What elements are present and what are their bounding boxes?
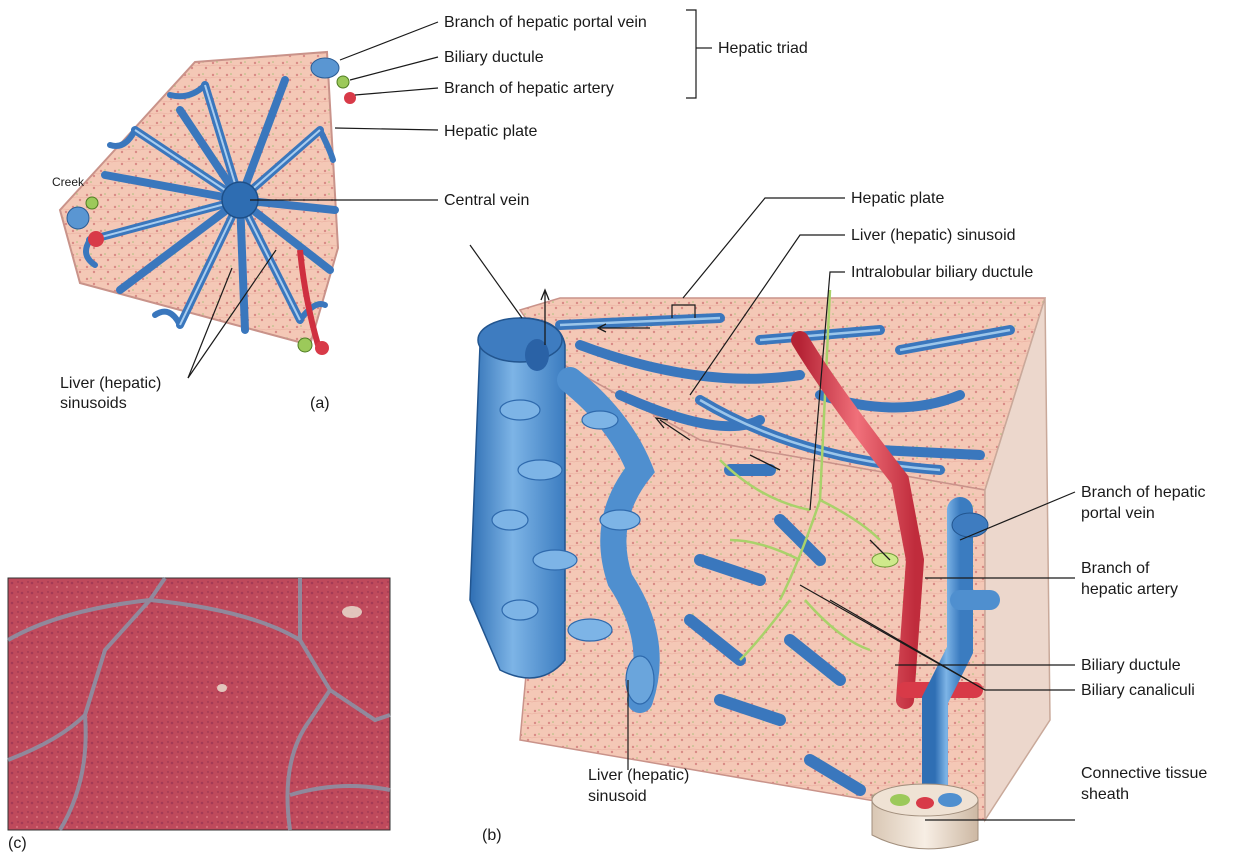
label-b-portal-vein-line2: portal vein xyxy=(1081,505,1155,522)
label-sheath-line1: Connective tissue xyxy=(1081,765,1207,782)
label-intralobular-ductule: Intralobular biliary ductule xyxy=(851,264,1033,281)
portal-vein-opening xyxy=(952,513,988,537)
label-a-sinusoids-line2: sinusoids xyxy=(60,395,127,412)
label-b-artery-line1: Branch of xyxy=(1081,560,1150,577)
triad-bottom xyxy=(298,338,329,355)
label-creek: Creek xyxy=(52,175,85,189)
label-b-bottom-sinusoid-line1: Liver (hepatic) xyxy=(588,767,689,784)
connective-tissue-sheath-shape xyxy=(872,784,978,849)
label-a-hepatic-plate: Hepatic plate xyxy=(444,123,537,140)
panel-b-label: (b) xyxy=(482,827,502,844)
label-b-liver-sinusoid: Liver (hepatic) sinusoid xyxy=(851,227,1016,244)
label-sheath-line2: sheath xyxy=(1081,786,1129,803)
label-b-portal-vein-line1: Branch of hepatic xyxy=(1081,484,1206,501)
label-hepatic-triad: Hepatic triad xyxy=(718,40,808,57)
label-b-bottom-sinusoid-line2: sinusoid xyxy=(588,788,647,805)
label-b-biliary-ductule: Biliary ductule xyxy=(1081,657,1181,674)
label-a-hepatic-artery: Branch of hepatic artery xyxy=(444,80,614,97)
panel-b-lobule-3d: Hepatic plate Liver (hepatic) sinusoid I… xyxy=(470,190,1207,849)
label-biliary-canaliculi: Biliary canaliculi xyxy=(1081,682,1195,699)
panel-c-label: (c) xyxy=(8,835,27,852)
label-b-artery-line2: hepatic artery xyxy=(1081,581,1178,598)
central-vein-column xyxy=(470,318,565,678)
lobule-hexagon xyxy=(60,52,338,345)
micrograph-central-vein-2 xyxy=(217,684,227,692)
label-a-sinusoids-line1: Liver (hepatic) xyxy=(60,375,161,392)
panel-a-label: (a) xyxy=(310,395,330,412)
label-b-hepatic-plate: Hepatic plate xyxy=(851,190,944,207)
label-a-portal-vein: Branch of hepatic portal vein xyxy=(444,14,647,31)
micrograph-central-vein xyxy=(342,606,362,618)
label-central-vein: Central vein xyxy=(444,192,529,209)
label-a-biliary-ductule: Biliary ductule xyxy=(444,49,544,66)
panel-c-micrograph: (c) xyxy=(8,578,390,852)
